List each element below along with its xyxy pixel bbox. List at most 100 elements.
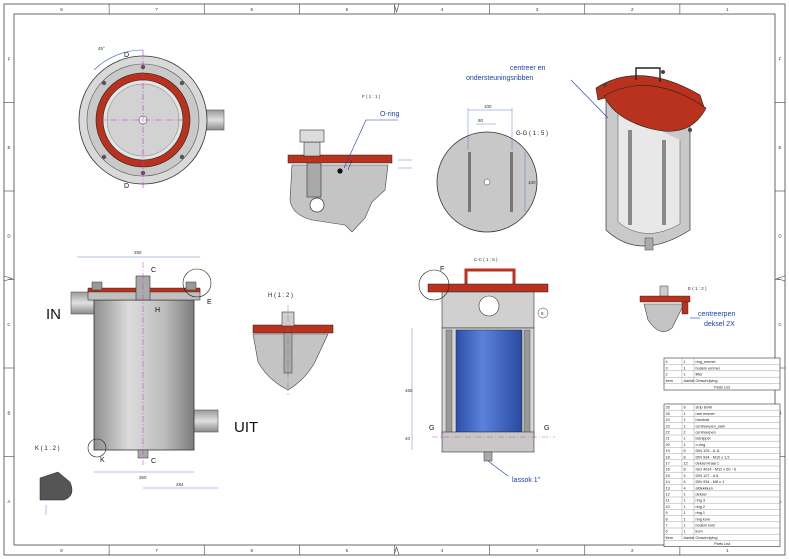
section-c-c: C-C ( 1 : 5 ) 465 40 F G G 8 lassok 1" (405, 257, 555, 484)
column-label-bottom: 7 (155, 548, 158, 553)
column-label-bottom: 6 (251, 548, 254, 553)
detail-mark-k: K (100, 457, 105, 464)
parts-list-cell: 1 (684, 493, 686, 497)
parts-list-cell: deksel (696, 493, 707, 497)
column-label-top: 8 (60, 7, 63, 12)
row-label-left: E (7, 145, 10, 150)
parts-list-cell: Item (666, 536, 673, 540)
parts-list-cell: 11 (666, 499, 670, 503)
parts-list-cell: 4 (684, 486, 686, 490)
detail-f-title: F ( 1 : 1 ) (362, 94, 381, 99)
column-label-bottom: 8 (60, 548, 63, 553)
parts-list-cell: 8 (684, 406, 686, 410)
parts-list-cell: 16 (666, 468, 670, 472)
parts-list-cell: DIN 127 - A 8 (696, 474, 719, 478)
parts-list-cell: Item (666, 379, 673, 383)
parts-list-cell: ring_emmer (696, 360, 717, 364)
parts-list-cell: 18 (666, 455, 670, 459)
section-mark-d-top: D (124, 52, 129, 59)
parts-list-cell: 13 (666, 486, 670, 490)
parts-list-cell: 3 (666, 366, 668, 370)
parts-list-cell: 1 (684, 524, 686, 528)
parts-list-cell: strip 8x40 (696, 406, 712, 410)
parts-list-cell: 1 (684, 505, 686, 509)
detail-k: K ( 1 : 2 ) (35, 446, 73, 515)
row-label-left: D (7, 233, 11, 238)
detail-h-title: H ( 1 : 2 ) (268, 293, 293, 299)
parts-list-cell: 2 (684, 431, 686, 435)
row-label-left: B (7, 410, 10, 415)
dim-gg-3: 100 (528, 180, 536, 185)
column-label-top: 7 (155, 7, 158, 12)
parts-list-cell: 8 (684, 455, 686, 459)
parts-list-cell: 4 (666, 360, 668, 364)
parts-list-cell: centreerpen_sam (696, 424, 726, 428)
detail-e-title: E ( 1 : 2 ) (688, 286, 707, 291)
section-g-g-title: G-G ( 1 : 5 ) (516, 131, 548, 137)
centering-mark-right (775, 275, 786, 282)
column-label-bottom: 3 (536, 548, 539, 553)
parts-list-cell: 1 (684, 373, 686, 377)
detail-mark-f: F (440, 266, 444, 273)
parts-list-cell: 23 (666, 424, 670, 428)
centering-mark-top (393, 3, 400, 14)
parts-list-cell: 17 (666, 462, 670, 466)
parts-list-cell: lasnippel (696, 437, 711, 441)
column-label-top: 3 (536, 7, 539, 12)
dim-front-2: 350 (139, 475, 147, 480)
centering-mark-left (3, 275, 14, 282)
parts-list-cell: DIN 125 - A 11 (696, 449, 720, 453)
parts-list-cell: deksel kraal 1 (696, 462, 719, 466)
parts-list-cell: 12 (684, 462, 688, 466)
parts-list-cell: 1 (684, 517, 686, 521)
column-label-bottom: 2 (631, 548, 634, 553)
section-c-c-title: C-C ( 1 : 5 ) (474, 257, 498, 262)
parts-list-cell: DIN 934 - M8 x 1 (696, 480, 725, 484)
dim-front-1: 250 (134, 250, 142, 255)
centering-mark-bottom (393, 545, 400, 556)
lassok-callout: lassok 1" (512, 477, 541, 484)
section-g-g: G-G ( 1 : 5 ) 100 80 100 (436, 104, 548, 233)
detail-h: H ( 1 : 2 ) (252, 293, 334, 395)
dim-front-3: 284 (176, 482, 184, 487)
detail-k-title: K ( 1 : 2 ) (35, 446, 60, 452)
parts-list-cell: ISO 4014 - M12 x 60 - 6 (696, 468, 737, 472)
parts-list-cell: 1 (684, 412, 686, 416)
parts-list-cell: 8 (684, 449, 686, 453)
centreerpen-callout-line1: centreerpen (698, 311, 735, 318)
parts-list-cell: Aantal (684, 379, 695, 383)
parts-list-cell: 25 (666, 412, 670, 416)
parts-list-cell: 1 (684, 437, 686, 441)
parts-list-cell: ring 2 (696, 505, 706, 509)
section-mark-g-left: G (429, 425, 434, 432)
parts-list-cell: 4 (684, 474, 686, 478)
parts-list-cell: ram emmer (696, 412, 716, 416)
parts-list-cell: Aantal (684, 536, 695, 540)
parts-list-cell: filter (696, 373, 704, 377)
section-mark-d-bottom: D (124, 183, 129, 190)
parts-list-cell: 19 (666, 449, 670, 453)
parts-list-cell: 22 (666, 431, 670, 435)
column-label-bottom: 1 (726, 548, 729, 553)
parts-list-cell: 20 (666, 443, 670, 447)
front-view: 250 350 284 IN UIT C C E H K (46, 250, 258, 489)
parts-list-caption: Parts List (714, 386, 731, 390)
parts-list-cell: 1 (684, 499, 686, 503)
column-label-bottom: 5 (346, 548, 349, 553)
parts-list-caption: Parts List (714, 542, 731, 546)
parts-list-cell: 1 (684, 366, 686, 370)
parts-list-cell: centreerpen (696, 431, 716, 435)
column-label-top: 1 (726, 7, 729, 12)
section-mark-c-top: C (151, 267, 156, 274)
parts-list-cell: 14 (666, 480, 670, 484)
iso-callout-line1: centreer en (510, 65, 546, 72)
parts-list-cell: o-ring (696, 443, 706, 447)
detail-mark-h: H (155, 307, 160, 314)
column-label-top: 5 (346, 7, 349, 12)
detail-mark-e: E (207, 299, 212, 306)
parts-list-cell: 1 (684, 511, 686, 515)
row-label-left: A (7, 499, 10, 504)
